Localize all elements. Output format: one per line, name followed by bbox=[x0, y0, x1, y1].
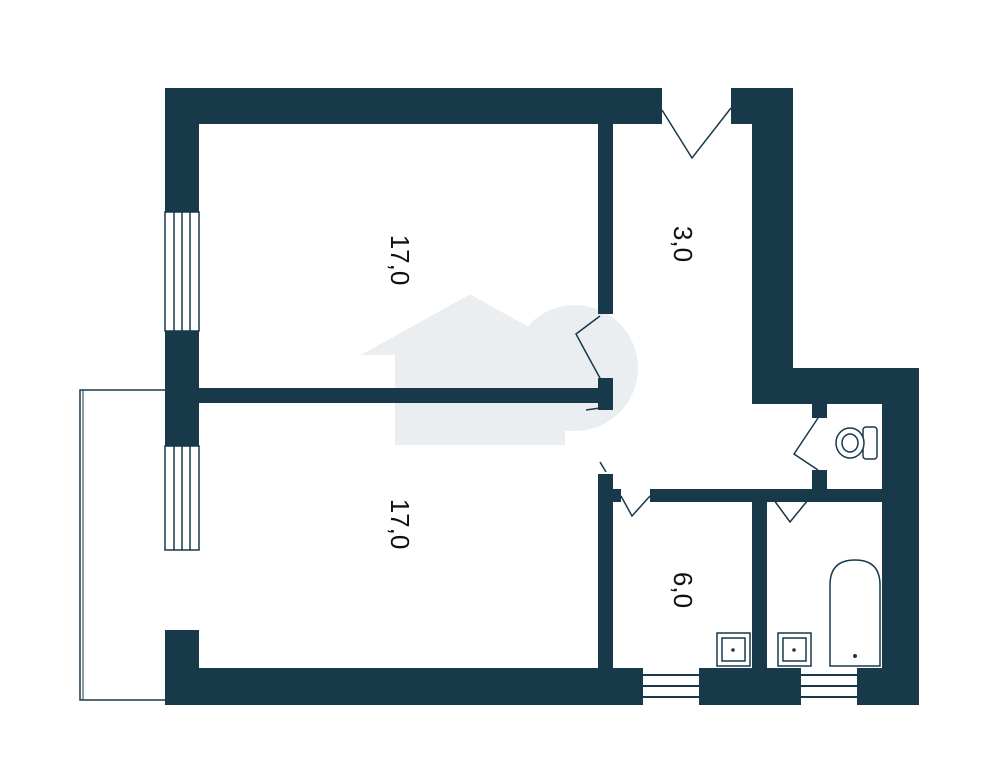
door-room-top bbox=[575, 315, 601, 379]
walls bbox=[165, 88, 919, 705]
bathroom-sink-icon bbox=[777, 632, 812, 667]
window-bathroom bbox=[801, 668, 857, 705]
door-wc bbox=[792, 417, 819, 471]
balcony bbox=[79, 389, 165, 701]
entrance-door bbox=[661, 107, 732, 160]
door-kitchen bbox=[620, 495, 651, 518]
room-top-area-label: 17,0 bbox=[385, 235, 415, 286]
bathtub-icon bbox=[829, 559, 881, 667]
kitchen-sink-icon bbox=[716, 632, 751, 667]
room-bottom-area-label: 17,0 bbox=[385, 499, 415, 550]
door-bathroom bbox=[770, 495, 809, 524]
toilet-icon bbox=[835, 426, 878, 460]
hall-area-label: 3,0 bbox=[668, 226, 698, 262]
window-bottom-room bbox=[164, 445, 200, 551]
door-room-bottom bbox=[585, 407, 607, 473]
window-kitchen bbox=[643, 668, 699, 705]
window-top-room bbox=[164, 211, 200, 332]
kitchen-area-label: 6,0 bbox=[668, 572, 698, 608]
